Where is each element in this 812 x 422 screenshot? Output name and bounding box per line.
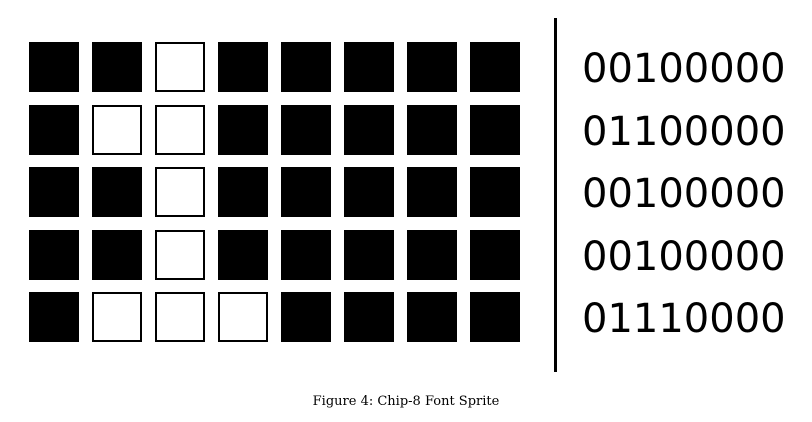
- binary-row-list: 00100000 01100000 00100000 00100000 01110000: [582, 42, 807, 342]
- sprite-pixel-dark: [407, 167, 457, 217]
- binary-row: 00100000: [582, 46, 786, 92]
- sprite-pixel-dark: [92, 167, 142, 217]
- sprite-pixel-lit: [92, 105, 142, 155]
- sprite-pixel-dark: [344, 167, 394, 217]
- sprite-pixel-dark: [470, 42, 520, 92]
- sprite-pixel-dark: [281, 230, 331, 280]
- sprite-pixel-dark: [281, 167, 331, 217]
- sprite-pixel-dark: [92, 230, 142, 280]
- sprite-pixel-lit: [155, 230, 205, 280]
- sprite-pixel-dark: [344, 230, 394, 280]
- sprite-pixel-dark: [407, 105, 457, 155]
- sprite-pixel-dark: [218, 42, 268, 92]
- sprite-pixel-lit: [155, 167, 205, 217]
- sprite-pixel-dark: [29, 42, 79, 92]
- sprite-pixel-lit: [155, 105, 205, 155]
- sprite-pixel-dark: [92, 42, 142, 92]
- sprite-pixel-dark: [218, 230, 268, 280]
- sprite-pixel-dark: [344, 292, 394, 342]
- sprite-pixel-dark: [281, 105, 331, 155]
- sprite-pixel-dark: [470, 105, 520, 155]
- sprite-pixel-dark: [29, 292, 79, 342]
- sprite-pixel-dark: [29, 105, 79, 155]
- sprite-pixel-dark: [29, 167, 79, 217]
- sprite-pixel-dark: [470, 230, 520, 280]
- sprite-pixel-dark: [407, 42, 457, 92]
- sprite-pixel-dark: [218, 105, 268, 155]
- binary-row: 01110000: [582, 296, 786, 342]
- sprite-pixel-lit: [155, 42, 205, 92]
- sprite-pixel-lit: [218, 292, 268, 342]
- vertical-divider: [554, 18, 557, 372]
- sprite-pixel-grid: [29, 42, 522, 342]
- sprite-pixel-dark: [281, 42, 331, 92]
- sprite-pixel-dark: [407, 230, 457, 280]
- sprite-pixel-dark: [407, 292, 457, 342]
- binary-row: 01100000: [582, 109, 786, 155]
- binary-row: 00100000: [582, 234, 786, 280]
- sprite-pixel-dark: [218, 167, 268, 217]
- sprite-pixel-dark: [470, 167, 520, 217]
- sprite-pixel-dark: [470, 292, 520, 342]
- sprite-pixel-dark: [281, 292, 331, 342]
- sprite-pixel-dark: [344, 42, 394, 92]
- sprite-pixel-dark: [344, 105, 394, 155]
- sprite-pixel-lit: [155, 292, 205, 342]
- sprite-pixel-lit: [92, 292, 142, 342]
- binary-row: 00100000: [582, 171, 786, 217]
- sprite-pixel-dark: [29, 230, 79, 280]
- figure-caption: Figure 4: Chip-8 Font Sprite: [312, 394, 500, 409]
